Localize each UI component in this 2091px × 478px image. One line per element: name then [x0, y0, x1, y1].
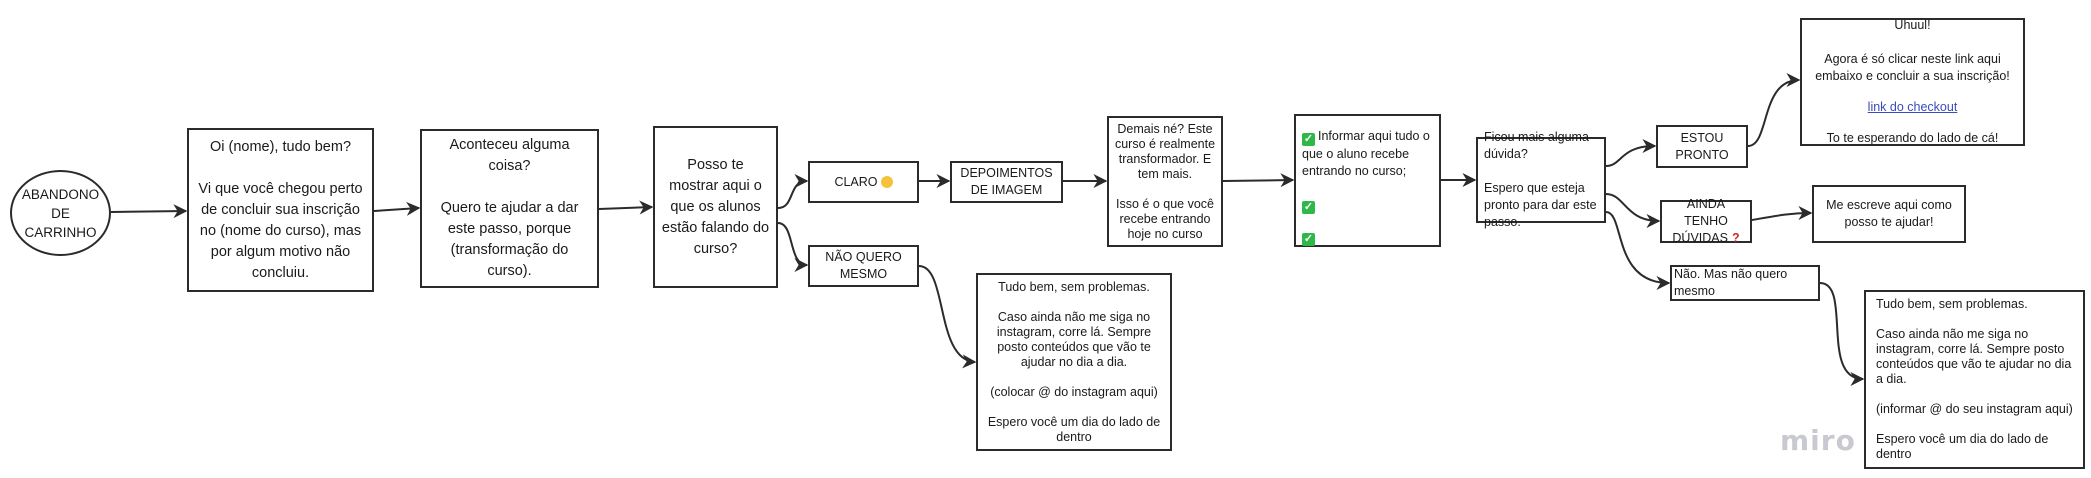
edge-demais-informar [1222, 173, 1295, 188]
node-posso-mostrar[interactable]: Posso te mostrar aqui o que os alunos es… [653, 126, 778, 288]
node-text: Tudo bem, sem problemas. Caso ainda não … [987, 279, 1161, 444]
node-nao-mas-nao-quero[interactable]: Não. Mas não quero mesmo [1670, 265, 1820, 301]
node-text: Demais né? Este curso é realmente transf… [1114, 121, 1216, 241]
node-text: Oi (nome), tudo bem? Vi que você chegou … [198, 138, 363, 281]
node-abandono-de-carrinho[interactable]: ABANDONO DE CARRINHO [10, 170, 111, 256]
edge-ficou-naomas [1605, 211, 1671, 290]
node-tudo-bem-2[interactable]: Tudo bem, sem problemas. Caso ainda não … [1864, 290, 2085, 469]
node-ficou-duvida[interactable]: Ficou mais alguma dúvida? Espero que est… [1476, 130, 1606, 229]
node-text: Informar aqui tudo o que o aluno recebe … [1302, 129, 1430, 178]
checkout-link[interactable]: link do checkout [1867, 100, 1958, 114]
edge-naoquero-tudobem1 [918, 265, 977, 369]
star-struck-emoji-icon [880, 175, 893, 188]
node-informar[interactable]: ✓Informar aqui tudo o que o aluno recebe… [1294, 114, 1441, 247]
check-mark-icon: ✓ [1302, 201, 1315, 214]
edge-start-greeting [110, 204, 188, 219]
node-claro[interactable]: CLARO [808, 161, 919, 203]
node-text: Aconteceu alguma coisa? Quero te ajudar … [440, 137, 579, 279]
node-tudo-bem-1[interactable]: Tudo bem, sem problemas. Caso ainda não … [976, 273, 1172, 451]
node-text: AINDA TENHO DÚVIDAS [1672, 197, 1728, 245]
node-text: Tudo bem, sem problemas. Caso ainda não … [1876, 297, 2073, 461]
node-nao-quero-mesmo[interactable]: NÃO QUERO MESMO [808, 245, 919, 287]
question-mark-icon: ? [1731, 231, 1740, 245]
edge-happened-show [598, 200, 654, 215]
node-text: NÃO QUERO MESMO [825, 250, 902, 281]
node-text: Uhuul! Agora é só clicar neste link aqui… [1815, 18, 2010, 83]
node-ainda-tenho-duvidas[interactable]: AINDA TENHO DÚVIDAS? [1660, 197, 1752, 245]
edge-show-claro [777, 174, 809, 209]
edge-estoupronto-uhuul [1747, 73, 1801, 147]
node-text: ABANDONO DE CARRINHO [21, 186, 100, 240]
node-me-escreve[interactable]: Me escreve aqui como posso te ajudar! [1812, 185, 1966, 243]
node-greeting[interactable]: Oi (nome), tudo bem? Vi que você chegou … [187, 128, 374, 292]
edge-aindatenho-meescreve [1751, 206, 1813, 221]
node-text: DEPOIMENTOS DE IMAGEM [960, 166, 1053, 197]
edge-naomas-tudobem2 [1819, 282, 1865, 386]
edge-ficou-aindatenho [1605, 193, 1661, 228]
node-estou-pronto[interactable]: ESTOU PRONTO [1656, 125, 1748, 168]
node-text: CLARO [834, 174, 878, 189]
node-depoimentos[interactable]: DEPOIMENTOS DE IMAGEM [950, 161, 1063, 203]
check-mark-icon: ✓ [1302, 133, 1315, 146]
node-uhuul[interactable]: Uhuul! Agora é só clicar neste link aqui… [1800, 18, 2025, 146]
check-mark-icon: ✓ [1302, 233, 1315, 246]
node-aconteceu[interactable]: Aconteceu alguma coisa? Quero te ajudar … [420, 129, 599, 288]
node-text: ESTOU PRONTO [1675, 130, 1729, 162]
node-text: Me escreve aqui como posso te ajudar! [1826, 198, 1952, 229]
edge-greeting-happened [373, 201, 421, 216]
edge-show-naoquero [777, 222, 809, 272]
edge-ficou-estoupronto [1605, 139, 1657, 167]
node-text: To te esperando do lado de cá! [1826, 131, 1999, 145]
node-demais[interactable]: Demais né? Este curso é realmente transf… [1107, 116, 1223, 247]
node-text: Posso te mostrar aqui o que os alunos es… [661, 156, 770, 257]
node-text: Ficou mais alguma dúvida? Espero que est… [1484, 130, 1597, 229]
miro-watermark-logo: miro [1780, 424, 1856, 457]
node-text: Não. Mas não quero mesmo [1674, 267, 1788, 298]
